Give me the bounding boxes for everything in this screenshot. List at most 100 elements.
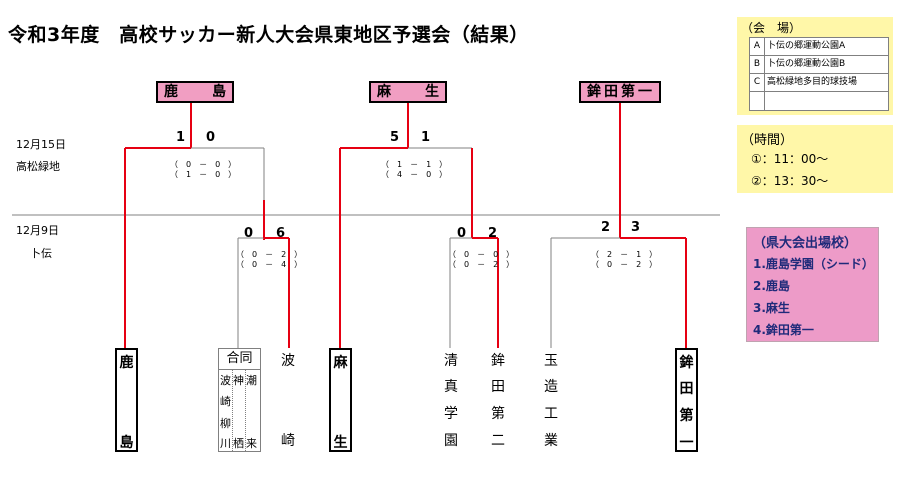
venue-row-empty xyxy=(750,92,888,110)
halves-m3: （ 2 － 1 ） （ 0 － 2 ） xyxy=(591,250,658,270)
round2-date: 12月15日 xyxy=(16,138,66,151)
qualifier-header: （県大会出場校） xyxy=(753,236,858,251)
venue-name: 卜伝の郷運動公園A xyxy=(767,41,846,51)
half-score: （ 0 － 2 ） xyxy=(448,260,515,269)
team-hokota-daiichi: 鉾 田 第 一 xyxy=(675,348,698,452)
venue-key: C xyxy=(750,74,765,91)
team-char: 島 xyxy=(119,435,134,451)
qualifier-item: 2.鹿島 xyxy=(753,279,790,293)
team-char: 田 xyxy=(679,381,694,397)
team-char: 第 xyxy=(679,408,694,424)
half-score: （ 1 － 1 ） xyxy=(381,160,448,169)
page-title: 令和3年度 高校サッカー新人大会県東地区予選会（結果） xyxy=(8,24,529,46)
halves-left: （ 0 － 0 ） （ 1 － 0 ） xyxy=(170,160,237,180)
half-score: （ 0 － 0 ） xyxy=(170,160,237,169)
score-m1-b: 6 xyxy=(276,226,286,241)
venue-row-c: C 高松緑地多目的球技場 xyxy=(750,74,888,92)
joint-divider xyxy=(232,369,233,451)
team-kashima: 鹿 島 xyxy=(115,348,138,452)
team-char: 園 xyxy=(444,433,458,449)
team-hokota-daini: 鉾 田 第 二 xyxy=(491,348,509,452)
team-char: 田 xyxy=(491,379,505,395)
qualifier-legend: （県大会出場校） 1.鹿島学園（シード） 2.鹿島 3.麻生 4.鉾田第一 xyxy=(746,227,879,342)
joint-header: 合同 xyxy=(219,349,260,370)
team-char: 鉾 xyxy=(679,355,694,371)
joint-char: 神 xyxy=(233,374,244,387)
top-team-aso: 麻 生 xyxy=(369,81,447,103)
team-char: 真 xyxy=(444,379,458,395)
joint-char: 柳 xyxy=(220,417,231,430)
score-m3-b: 3 xyxy=(631,220,641,235)
team-char: 波 xyxy=(281,353,295,369)
joint-char: 栖 xyxy=(233,437,244,450)
top-team-char: 生 xyxy=(425,84,439,100)
half-score: （ 0 － 2 ） xyxy=(591,260,658,269)
half-score: （ 1 － 0 ） xyxy=(170,170,237,179)
top-team-kashima: 鹿 島 xyxy=(156,81,234,103)
half-score: （ 0 － 0 ） xyxy=(448,250,515,259)
top-team-char: 島 xyxy=(212,84,226,100)
team-char: 第 xyxy=(491,406,505,422)
round1-date: 12月9日 xyxy=(16,224,59,237)
venue-name: 卜伝の郷運動公園B xyxy=(767,59,846,69)
team-hasaki: 波 崎 xyxy=(281,348,299,452)
halves-m2: （ 0 － 0 ） （ 0 － 2 ） xyxy=(448,250,515,270)
team-char: 一 xyxy=(679,435,694,451)
team-char: 業 xyxy=(544,433,558,449)
round2-venue: 高松緑地 xyxy=(16,160,60,173)
time-legend: （時間） ①：11：00～ ②：13：30～ xyxy=(737,125,893,193)
team-char: 鉾 xyxy=(491,353,505,369)
round1-venue: 卜伝 xyxy=(30,247,52,260)
half-score: （ 4 － 0 ） xyxy=(381,170,448,179)
venue-table: A 卜伝の郷運動公園A B 卜伝の郷運動公園B C 高松緑地多目的球技場 xyxy=(749,37,889,111)
half-score: （ 0 － 4 ） xyxy=(236,260,303,269)
team-tamatsukuri: 玉 造 工 業 xyxy=(544,348,562,452)
venue-row-b: B 卜伝の郷運動公園B xyxy=(750,56,888,74)
score-left-a: 1 xyxy=(176,130,186,145)
venue-legend-header: （会 場） xyxy=(741,21,802,35)
team-char: 崎 xyxy=(281,433,295,449)
joint-divider xyxy=(245,369,246,451)
top-team-hokota-daiichi: 鉾田第一 xyxy=(579,81,661,103)
top-team-char: 麻 xyxy=(377,84,391,100)
joint-char: 来 xyxy=(246,437,257,450)
time-item: ②：13：30～ xyxy=(751,174,829,188)
venue-key: A xyxy=(750,38,765,55)
score-middle-b: 1 xyxy=(421,130,431,145)
top-team-char: 鹿 xyxy=(164,84,178,100)
team-char: 清 xyxy=(444,353,458,369)
score-m2-b: 2 xyxy=(488,226,498,241)
team-char: 造 xyxy=(544,379,558,395)
team-aso: 麻 生 xyxy=(329,348,352,452)
venue-legend: （会 場） A 卜伝の郷運動公園A B 卜伝の郷運動公園B C 高松緑地多目的球… xyxy=(737,17,893,115)
joint-char: 潮 xyxy=(246,374,257,387)
team-char: 学 xyxy=(444,406,458,422)
top-team-char: 鉾田第一 xyxy=(587,84,655,100)
venue-key: B xyxy=(750,56,765,73)
halves-m1: （ 0 － 2 ） （ 0 － 4 ） xyxy=(236,250,303,270)
venue-row-a: A 卜伝の郷運動公園A xyxy=(750,38,888,56)
joint-char: 崎 xyxy=(220,395,231,408)
time-legend-header: （時間） xyxy=(741,133,794,148)
team-char: 鹿 xyxy=(119,355,134,371)
half-score: （ 2 － 1 ） xyxy=(591,250,658,259)
score-m1-a: 0 xyxy=(244,226,254,241)
halves-middle: （ 1 － 1 ） （ 4 － 0 ） xyxy=(381,160,448,180)
team-char: 二 xyxy=(491,433,505,449)
score-left-b: 0 xyxy=(206,130,216,145)
qualifier-item: 3.麻生 xyxy=(753,301,790,315)
team-char: 玉 xyxy=(544,353,558,369)
score-m2-a: 0 xyxy=(457,226,467,241)
qualifier-item: 4.鉾田第一 xyxy=(753,323,814,337)
score-m3-a: 2 xyxy=(601,220,611,235)
team-joint: 合同 波 崎 柳 川 神 栖 潮 来 xyxy=(218,348,261,452)
time-item: ①：11：00～ xyxy=(751,152,829,166)
joint-char: 川 xyxy=(220,437,231,450)
score-middle-a: 5 xyxy=(390,130,400,145)
team-seishin: 清 真 学 園 xyxy=(444,348,462,452)
team-char: 麻 xyxy=(333,355,348,371)
qualifier-item: 1.鹿島学園（シード） xyxy=(753,257,874,271)
half-score: （ 0 － 2 ） xyxy=(236,250,303,259)
team-char: 工 xyxy=(544,406,558,422)
venue-name: 高松緑地多目的球技場 xyxy=(767,77,858,87)
